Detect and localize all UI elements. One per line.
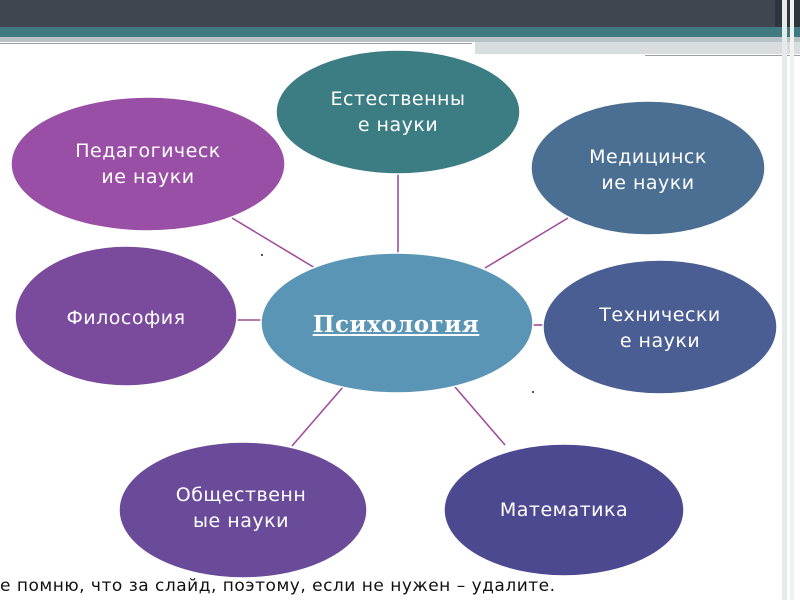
connector-social (291, 386, 344, 447)
node-math (443, 443, 685, 577)
connector-math (454, 386, 506, 446)
node-pedagogical (10, 96, 286, 232)
header-light-band (475, 42, 800, 54)
connector-pedagogical (231, 217, 316, 269)
node-technical (542, 259, 778, 395)
header-corner (775, 0, 800, 27)
node-social (118, 441, 368, 579)
right-edge-bar (782, 0, 787, 600)
header-rule-left (0, 43, 472, 44)
stray-dot (261, 254, 263, 256)
slide-header-bar (0, 0, 800, 27)
footnote: е помню, что за слайд, поэтому, если не … (0, 576, 556, 596)
connectors (231, 172, 569, 447)
connector-medical (484, 217, 569, 269)
node-natural (275, 49, 521, 175)
header-grey-band (0, 37, 800, 42)
stray-dot (532, 391, 534, 393)
header-accent-band (0, 27, 800, 37)
node-philosophy (14, 245, 238, 387)
node-medical (530, 100, 766, 236)
node-center (260, 252, 534, 394)
header-rule-right (645, 55, 800, 56)
right-edge-bar-2 (790, 0, 794, 600)
